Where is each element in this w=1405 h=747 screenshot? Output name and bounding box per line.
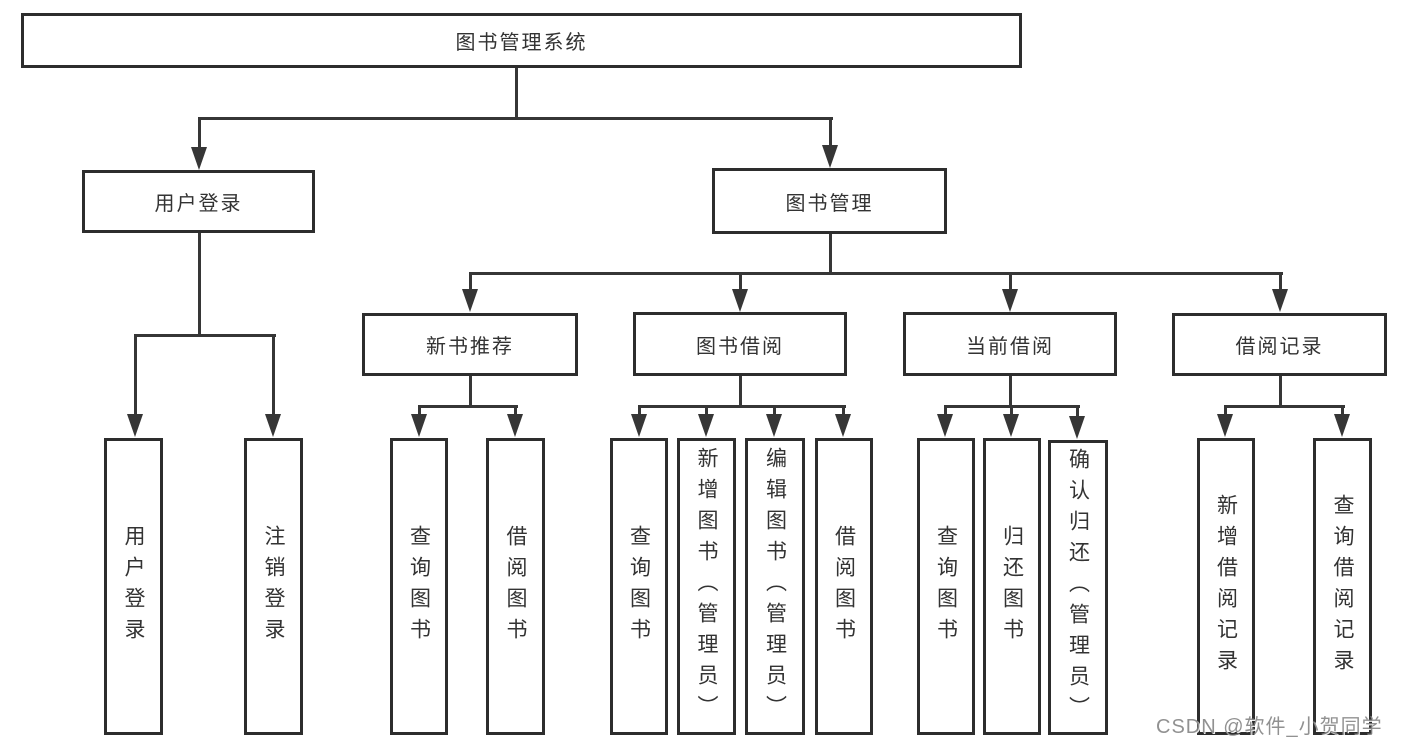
- connector-line: [469, 272, 1283, 275]
- connector-line: [1009, 272, 1012, 292]
- connector-line: [198, 117, 201, 150]
- connector-line: [1224, 405, 1345, 408]
- leaf-add-books-admin: 新增图书（管理员）: [677, 438, 736, 735]
- connector-line: [469, 376, 472, 408]
- arrow-down-icon: [1334, 414, 1350, 437]
- node-user-login: 用户登录: [82, 170, 315, 233]
- connector-line: [705, 405, 708, 417]
- connector-line: [739, 272, 742, 292]
- leaf-label: 查询图书: [934, 524, 958, 649]
- connector-line: [418, 405, 421, 417]
- arrow-down-icon: [1272, 289, 1288, 312]
- node-book-borrow: 图书借阅: [633, 312, 847, 376]
- arrow-down-icon: [631, 414, 647, 437]
- arrow-down-icon: [265, 414, 281, 437]
- arrow-down-icon: [732, 289, 748, 312]
- arrow-down-icon: [127, 414, 143, 437]
- node-root-label: 图书管理系统: [455, 32, 588, 54]
- leaf-borrow-books: 借阅图书: [815, 438, 873, 735]
- connector-line: [272, 334, 275, 416]
- node-current-borrow-label: 当前借阅: [966, 335, 1054, 358]
- arrow-down-icon: [698, 414, 714, 437]
- leaf-label: 查询借阅记录: [1331, 493, 1354, 680]
- connector-line: [1279, 272, 1282, 292]
- connector-line: [1341, 405, 1344, 417]
- connector-line: [944, 405, 947, 417]
- connector-line: [514, 405, 517, 417]
- node-new-book-recommend-label: 新书推荐: [426, 336, 514, 358]
- connector-line: [638, 405, 641, 417]
- node-borrow-records: 借阅记录: [1172, 313, 1387, 376]
- leaf-label: 归还图书: [1000, 524, 1024, 649]
- leaf-add-borrow-record: 新增借阅记录: [1197, 438, 1255, 735]
- leaf-query-books-recommend: 查询图书: [390, 438, 448, 735]
- node-root: 图书管理系统: [21, 13, 1022, 68]
- leaf-label: 借阅图书: [504, 524, 527, 649]
- connector-line: [842, 405, 845, 417]
- leaf-borrow-books-recommend: 借阅图书: [486, 438, 545, 735]
- arrow-down-icon: [937, 414, 953, 437]
- leaf-label: 查询图书: [407, 524, 431, 649]
- leaf-label: 借阅图书: [832, 524, 856, 649]
- arrow-down-icon: [1003, 414, 1019, 437]
- arrow-down-icon: [1002, 289, 1018, 312]
- arrow-down-icon: [507, 414, 523, 437]
- node-book-management: 图书管理: [712, 168, 947, 234]
- leaf-edit-books-admin: 编辑图书（管理员）: [745, 438, 805, 735]
- leaf-logout: 注销登录: [244, 438, 303, 735]
- connector-line: [134, 334, 137, 416]
- connector-line: [638, 405, 846, 408]
- arrow-down-icon: [766, 414, 782, 437]
- leaf-label: 确认归还（管理员）: [1066, 448, 1090, 727]
- leaf-confirm-return-admin: 确认归还（管理员）: [1048, 440, 1108, 735]
- leaf-label: 新增图书（管理员）: [695, 447, 718, 726]
- connector-line: [1009, 376, 1012, 408]
- leaf-return-books: 归还图书: [983, 438, 1041, 735]
- connector-line: [134, 334, 276, 337]
- leaf-label: 新增借阅记录: [1214, 493, 1238, 680]
- arrow-down-icon: [835, 414, 851, 437]
- node-new-book-recommend: 新书推荐: [362, 313, 578, 376]
- node-user-login-label: 用户登录: [154, 193, 243, 215]
- arrow-down-icon: [822, 145, 838, 168]
- arrow-down-icon: [1069, 416, 1085, 439]
- leaf-query-books-current: 查询图书: [917, 438, 975, 735]
- node-book-borrow-label: 图书借阅: [696, 335, 784, 358]
- connector-line: [739, 376, 742, 408]
- leaf-query-books-borrow: 查询图书: [610, 438, 668, 735]
- arrow-down-icon: [191, 147, 207, 170]
- connector-line: [829, 234, 832, 274]
- connector-line: [773, 405, 776, 417]
- connector-line: [469, 272, 472, 292]
- node-book-management-label: 图书管理: [785, 192, 874, 215]
- leaf-query-borrow-record: 查询借阅记录: [1313, 438, 1372, 735]
- connector-line: [1010, 405, 1013, 417]
- connector-line: [418, 405, 518, 408]
- arrow-down-icon: [411, 414, 427, 437]
- leaf-user-login: 用户登录: [104, 438, 163, 735]
- connector-line: [515, 68, 518, 120]
- leaf-label: 编辑图书（管理员）: [763, 447, 787, 726]
- arrow-down-icon: [1217, 414, 1233, 437]
- connector-line: [1076, 405, 1079, 417]
- arrow-down-icon: [462, 289, 478, 312]
- node-current-borrow: 当前借阅: [903, 312, 1117, 376]
- leaf-label: 注销登录: [262, 524, 285, 649]
- connector-line: [1224, 405, 1227, 417]
- connector-line: [1279, 376, 1282, 408]
- connector-line: [829, 117, 832, 147]
- node-borrow-records-label: 借阅记录: [1235, 336, 1324, 358]
- leaf-label: 用户登录: [122, 524, 145, 649]
- leaf-label: 查询图书: [627, 524, 651, 649]
- connector-line: [198, 233, 201, 336]
- watermark-text: CSDN @软件_小贺同学: [1156, 716, 1383, 738]
- connector-line: [198, 117, 833, 120]
